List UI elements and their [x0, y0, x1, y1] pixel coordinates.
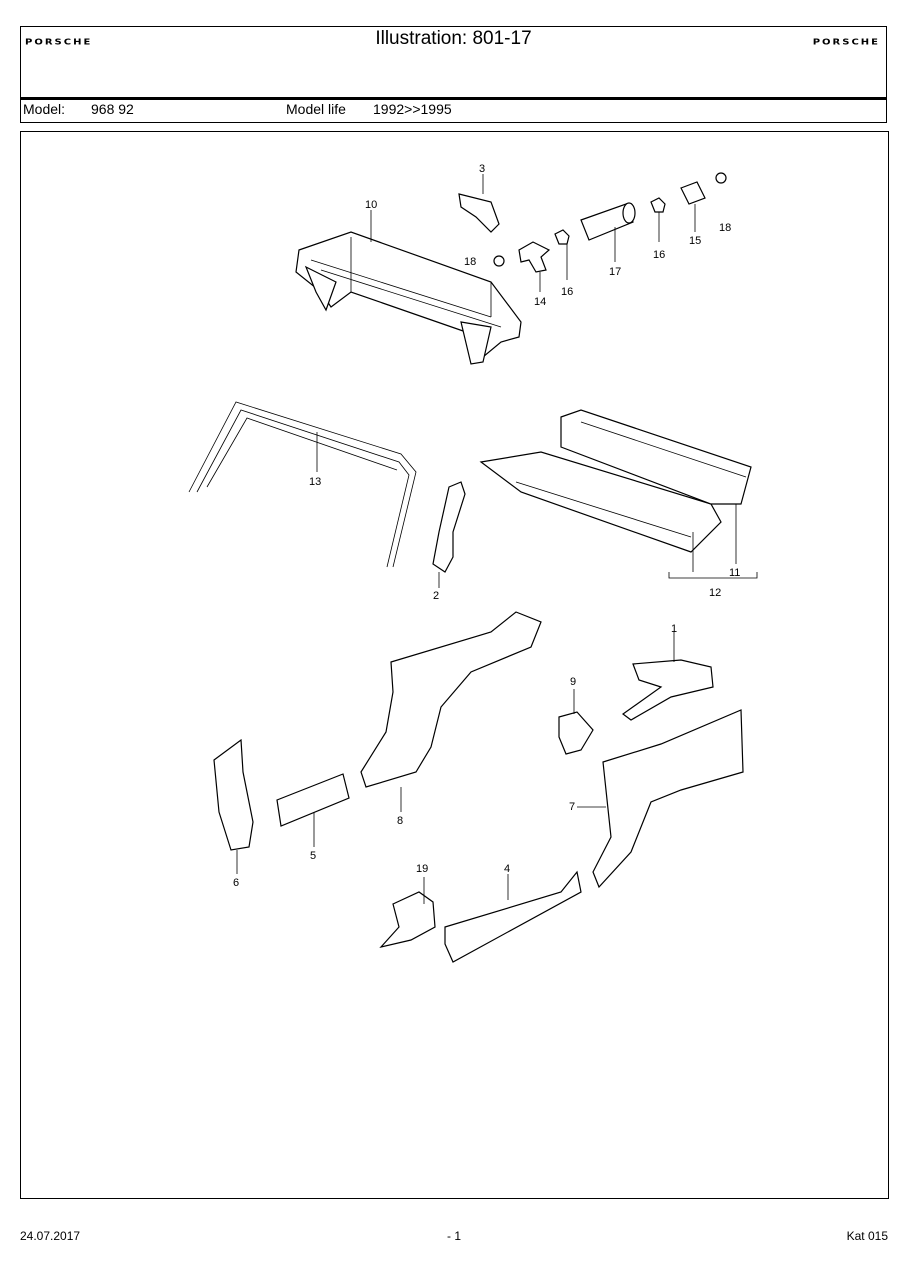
part-3-bracket	[458, 193, 500, 233]
leader-lines	[236, 174, 737, 904]
model-bar: Model: 968 92 Model life 1992>>1995	[20, 100, 887, 123]
part-2-pillar-brace	[432, 481, 466, 573]
part-18-nut-right	[715, 172, 727, 184]
model-life-label: Model life	[286, 101, 346, 117]
part-5-plate	[276, 773, 350, 827]
part-13-seal	[188, 401, 417, 568]
part-11-12-rear-panel	[479, 409, 752, 553]
part-1-reinforcement	[621, 659, 714, 721]
part-4-sill	[444, 870, 582, 963]
callout-5: 5	[310, 850, 316, 862]
callout-14: 14	[534, 296, 546, 308]
callout-15: 15	[689, 235, 701, 247]
callout-16-b: 16	[653, 249, 665, 261]
page-title: Illustration: 801-17	[375, 28, 532, 49]
footer-date: 24.07.2017	[20, 1229, 81, 1243]
model-label: Model:	[23, 101, 66, 117]
model-life-value: 1992>>1995	[373, 101, 452, 117]
part-8-inner-quarter	[360, 611, 542, 788]
porsche-logo-right: PORSCHE	[812, 38, 880, 47]
callout-17: 17	[609, 266, 621, 278]
callout-16-a: 16	[561, 286, 573, 298]
part-16-clip-right	[650, 197, 666, 213]
footer-catalog: Kat 015	[846, 1229, 888, 1243]
part-14-clip	[518, 241, 551, 273]
callout-3: 3	[479, 163, 485, 175]
part-7-outer-quarter	[592, 709, 744, 889]
callout-11: 11	[729, 567, 740, 579]
header-box: PORSCHE Illustration: 801-17 PORSCHE	[20, 26, 887, 100]
part-16-clip-left	[554, 229, 570, 245]
part-10-cross-member	[295, 231, 522, 365]
callout-19: 19	[416, 863, 428, 875]
callout-9: 9	[570, 676, 576, 688]
part-15-bracket	[680, 181, 706, 205]
callout-12: 12	[709, 587, 721, 599]
part-9-bracket	[558, 711, 594, 755]
part-6-pillar	[213, 738, 254, 851]
callout-8: 8	[397, 815, 403, 827]
part-17-cylinder	[580, 202, 636, 241]
porsche-logo-left: PORSCHE	[25, 38, 93, 47]
callout-18-a: 18	[464, 256, 476, 268]
parts-diagram: 1 2 3 4 5 6 7 8 9 10 11 12 13 14 15 16 1…	[188, 163, 758, 963]
footer-page: - 1	[447, 1229, 462, 1243]
callout-2: 2	[433, 590, 439, 602]
illustration-area: 1 2 3 4 5 6 7 8 9 10 11 12 13 14 15 16 1…	[20, 131, 889, 1199]
callout-1: 1	[671, 623, 677, 635]
callout-4: 4	[504, 863, 510, 875]
callout-7: 7	[569, 801, 575, 813]
model-value: 968 92	[91, 101, 134, 117]
callout-10: 10	[365, 199, 377, 211]
callout-labels: 1 2 3 4 5 6 7 8 9 10 11 12 13 14 15 16 1…	[233, 163, 740, 889]
callout-6: 6	[233, 877, 239, 889]
part-19-bracket	[379, 891, 436, 949]
callout-13: 13	[309, 476, 321, 488]
part-18-nut-left	[493, 255, 505, 267]
callout-18-b: 18	[719, 222, 731, 234]
